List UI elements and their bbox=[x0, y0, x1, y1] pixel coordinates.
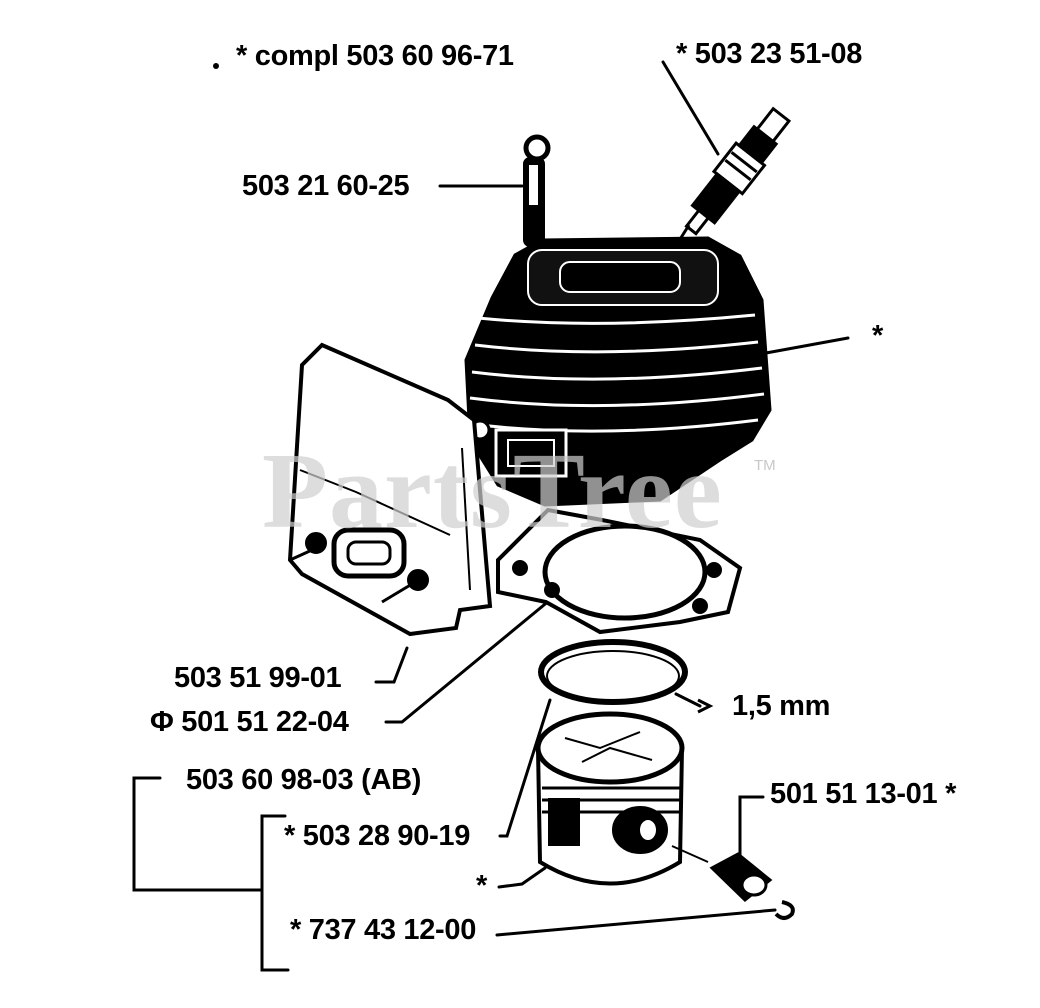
leader-spark-plug bbox=[661, 60, 720, 156]
leader-lines bbox=[132, 60, 850, 972]
leader-cylinder-gasket bbox=[384, 598, 552, 724]
label-circlip: * 737 43 12-00 bbox=[290, 914, 477, 946]
leader-piston-ring bbox=[498, 698, 552, 838]
leader-cylinder bbox=[764, 336, 850, 355]
piston-part bbox=[535, 711, 685, 886]
label-cylinder: * bbox=[872, 320, 883, 352]
label-compl: * compl 503 60 96-71 bbox=[236, 40, 514, 72]
kit-bracket-inner bbox=[260, 814, 290, 972]
label-piston: * bbox=[476, 870, 487, 902]
piston-ring-part bbox=[538, 639, 688, 705]
leader-piston bbox=[497, 866, 547, 889]
cylinder-part bbox=[464, 236, 772, 507]
label-bolt: 503 21 60-25 bbox=[242, 170, 410, 202]
bullet-mark bbox=[213, 63, 219, 69]
muffler-gasket-part bbox=[287, 342, 493, 637]
kit-bracket-outer bbox=[132, 776, 264, 892]
label-muffler-gasket: 503 51 99-01 bbox=[174, 662, 342, 694]
spark-plug-part bbox=[670, 106, 792, 253]
bolt-part bbox=[523, 134, 551, 268]
watermark: PartsTree bbox=[262, 432, 723, 551]
label-piston-kit: 503 60 98-03 (AB) bbox=[186, 764, 422, 796]
leader-circlip bbox=[495, 908, 777, 937]
label-piston-ring: * 503 28 90-19 bbox=[284, 820, 471, 852]
label-ring-size: 1,5 mm bbox=[732, 690, 831, 722]
leader-ring-size bbox=[674, 692, 702, 708]
label-piston-pin: 501 51 13-01 * bbox=[770, 778, 957, 810]
label-spark-plug: * 503 23 51-08 bbox=[676, 38, 863, 70]
leader-muffler-gasket bbox=[374, 646, 409, 684]
piston-pin-part bbox=[671, 845, 773, 902]
leader-piston-pin bbox=[738, 795, 765, 882]
cylinder-gasket-part bbox=[496, 507, 743, 635]
watermark-trademark: TM bbox=[754, 457, 776, 474]
label-cylinder-gasket: Φ 501 51 22-04 bbox=[150, 706, 349, 738]
circlip-part bbox=[774, 900, 795, 920]
arrow-marks bbox=[697, 698, 714, 714]
